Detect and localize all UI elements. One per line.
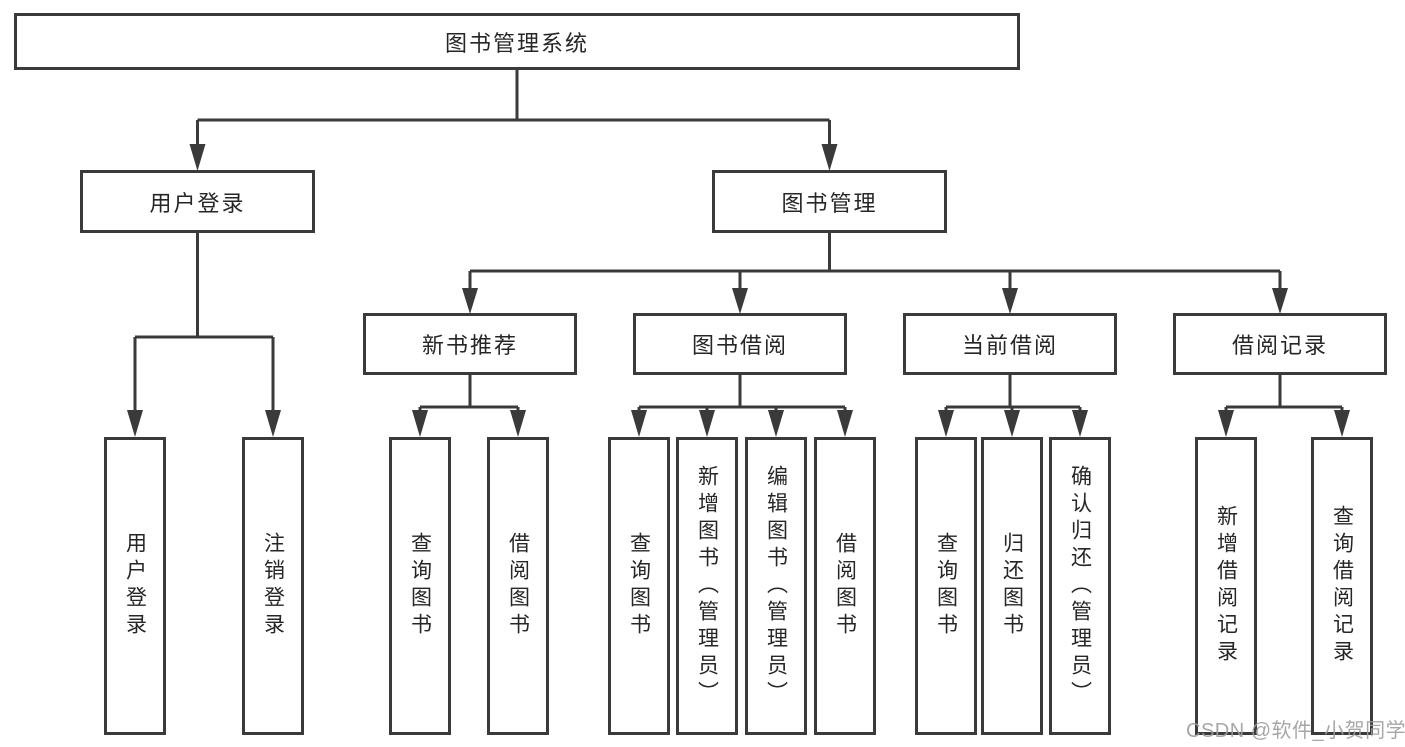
- node-label: 新书推荐: [421, 333, 518, 358]
- leaf-query-books: 查询图书: [915, 437, 977, 735]
- leaf-query-books: 查询图书: [608, 437, 670, 735]
- node-library-management-system: 图书管理系统: [14, 13, 1020, 70]
- node-current-borrowing: 当前借阅: [903, 313, 1117, 375]
- node-label: 借阅图书: [506, 532, 530, 640]
- leaf-borrow-books: 借阅图书: [814, 437, 876, 735]
- node-label: 查询借阅记录: [1330, 505, 1354, 667]
- node-label: 新增图书（管理员）: [695, 464, 719, 708]
- leaf-return-books: 归还图书: [981, 437, 1043, 735]
- node-label: 图书管理: [781, 190, 878, 216]
- node-label: 当前借阅: [961, 333, 1058, 358]
- leaf-confirm-return-admin: 确认归还（管理员）: [1049, 437, 1111, 735]
- leaf-edit-books-admin: 编辑图书（管理员）: [745, 437, 807, 735]
- leaf-query-borrow-record: 查询借阅记录: [1311, 437, 1373, 735]
- node-book-borrowing: 图书借阅: [633, 313, 847, 375]
- node-new-book-recommend: 新书推荐: [363, 313, 577, 375]
- node-label: 查询图书: [934, 532, 958, 640]
- node-label: 注销登录: [261, 532, 285, 640]
- node-label: 新增借阅记录: [1214, 505, 1238, 667]
- node-label: 编辑图书（管理员）: [764, 464, 788, 708]
- node-user-login: 用户登录: [80, 170, 315, 233]
- csdn-watermark: CSDN @软件_小贺同学: [1186, 720, 1405, 742]
- leaf-add-borrow-record: 新增借阅记录: [1195, 437, 1257, 735]
- node-borrowing-records: 借阅记录: [1173, 313, 1387, 375]
- node-label: 归还图书: [1000, 532, 1024, 640]
- node-label: 查询图书: [627, 532, 651, 640]
- node-label: 查询图书: [408, 532, 432, 640]
- node-book-management: 图书管理: [712, 170, 947, 233]
- leaf-logout: 注销登录: [242, 437, 304, 735]
- leaf-borrow-books: 借阅图书: [487, 437, 549, 735]
- node-label: 图书管理系统: [444, 30, 589, 56]
- node-label: 借阅记录: [1231, 333, 1328, 358]
- leaf-add-books-admin: 新增图书（管理员）: [676, 437, 738, 735]
- node-label: 图书借阅: [691, 333, 788, 358]
- leaf-user-login: 用户登录: [104, 437, 166, 735]
- node-label: 借阅图书: [833, 532, 857, 640]
- node-label: 确认归还（管理员）: [1068, 464, 1092, 708]
- node-label: 用户登录: [123, 532, 147, 640]
- leaf-query-books: 查询图书: [389, 437, 451, 735]
- node-label: 用户登录: [149, 190, 246, 216]
